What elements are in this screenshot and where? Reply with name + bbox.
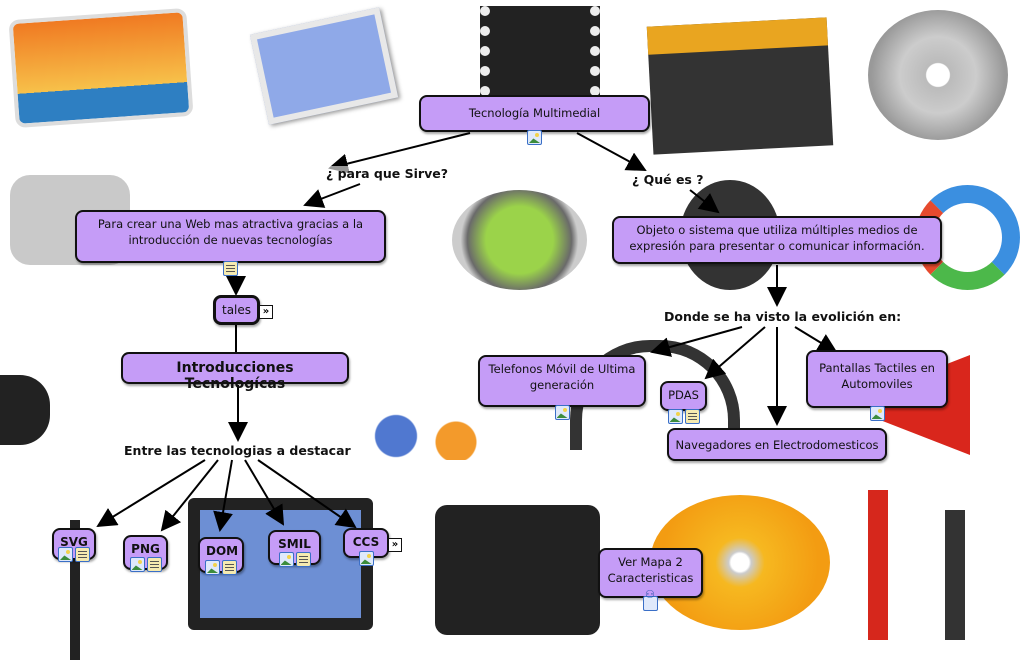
node-telefonos[interactable]: Telefonos Móvil de Ultima generación	[478, 355, 646, 420]
document-resource-icon[interactable]	[295, 552, 311, 567]
document-resource-icon[interactable]	[75, 547, 90, 562]
node-ver-mapa-2[interactable]: Ver Mapa 2 Caracteristicas	[598, 548, 703, 611]
node-label: SMIL	[278, 537, 311, 551]
node-dom[interactable]: DOM	[198, 537, 244, 575]
phrase-donde-evolucion[interactable]: Donde se ha visto la evolición en:	[664, 309, 902, 324]
link	[328, 132, 471, 174]
document-resource-icon[interactable]	[223, 261, 238, 276]
node-label: Telefonos Móvil de Ultima generación	[488, 362, 636, 392]
document-resource-icon[interactable]	[146, 557, 162, 572]
node-pantallas[interactable]: Pantallas Tactiles en Automoviles	[806, 350, 948, 421]
node-para-crear[interactable]: Para crear una Web mas atractiva gracias…	[75, 210, 386, 276]
play-button-image	[452, 190, 587, 290]
node-label: Introducciones Tecnologícas	[176, 360, 294, 392]
link	[576, 132, 647, 171]
node-ccs[interactable]: CCS	[343, 528, 389, 566]
node-label: DOM	[206, 544, 239, 558]
node-label: Ver Mapa 2 Caracteristicas	[607, 555, 694, 585]
music-notes-image	[372, 340, 492, 460]
node-label: PDAS	[668, 388, 699, 402]
link	[689, 189, 720, 214]
node-smil[interactable]: SMIL	[268, 530, 321, 567]
node-pdas[interactable]: PDAS	[660, 381, 707, 424]
node-label: SVG	[60, 535, 88, 549]
film-reel-image	[868, 10, 1008, 140]
node-label: Objeto o sistema que utiliza múltiples m…	[629, 223, 925, 253]
phrase-para-que-sirve[interactable]: ¿ para que Sirve?	[326, 166, 448, 181]
link	[303, 183, 361, 208]
node-png[interactable]: PNG	[123, 535, 168, 572]
node-label: Tecnología Multimedial	[468, 106, 601, 120]
node-tales[interactable]: tales	[213, 295, 260, 325]
image-resource-icon[interactable]	[554, 405, 570, 420]
film-strip-image	[480, 6, 600, 96]
node-label: PNG	[131, 542, 160, 556]
node-tecnologia-multimedial[interactable]: Tecnología Multimedial	[419, 95, 650, 145]
image-resource-icon[interactable]	[358, 551, 374, 566]
node-objeto[interactable]: Objeto o sistema que utiliza múltiples m…	[612, 216, 942, 264]
concept-map-link-icon[interactable]	[643, 596, 658, 611]
link	[96, 459, 206, 528]
node-introducciones[interactable]: Introducciones Tecnologícas	[121, 352, 349, 392]
node-label: Navegadores en Electrodomesticos	[675, 438, 879, 452]
radio-image	[435, 505, 600, 635]
link	[794, 326, 838, 354]
node-svg[interactable]: SVG	[52, 528, 96, 562]
audio-plugs-image-2	[945, 510, 965, 640]
link	[213, 459, 233, 532]
image-resource-icon[interactable]	[869, 406, 885, 421]
link	[704, 326, 766, 380]
phrase-que-es[interactable]: ¿ Qué es ?	[632, 172, 704, 187]
node-navegadores[interactable]: Navegadores en Electrodomesticos	[667, 428, 887, 461]
expand-icon[interactable]: »	[388, 538, 402, 552]
image-resource-icon[interactable]	[129, 557, 145, 572]
phrase-entre-tecnologias[interactable]: Entre las tecnologias a destacar	[124, 443, 351, 458]
expand-icon[interactable]: »	[259, 305, 273, 319]
node-label: tales	[222, 303, 252, 317]
image-resource-icon[interactable]	[58, 547, 73, 562]
document-resource-icon[interactable]	[222, 560, 237, 575]
speaker-image	[0, 375, 50, 445]
link	[160, 459, 219, 532]
image-resource-icon[interactable]	[205, 560, 220, 575]
link	[244, 459, 285, 526]
audio-plugs-image	[868, 490, 888, 640]
image-resource-icon[interactable]	[667, 409, 683, 424]
node-label: Pantallas Tactiles en Automoviles	[819, 361, 935, 391]
image-resource-icon[interactable]	[278, 552, 294, 567]
image-resource-icon[interactable]	[527, 130, 542, 145]
link	[257, 459, 357, 529]
node-label: CCS	[352, 535, 380, 549]
node-label: Para crear una Web mas atractiva gracias…	[97, 217, 364, 247]
document-resource-icon[interactable]	[684, 409, 700, 424]
link	[650, 326, 743, 357]
